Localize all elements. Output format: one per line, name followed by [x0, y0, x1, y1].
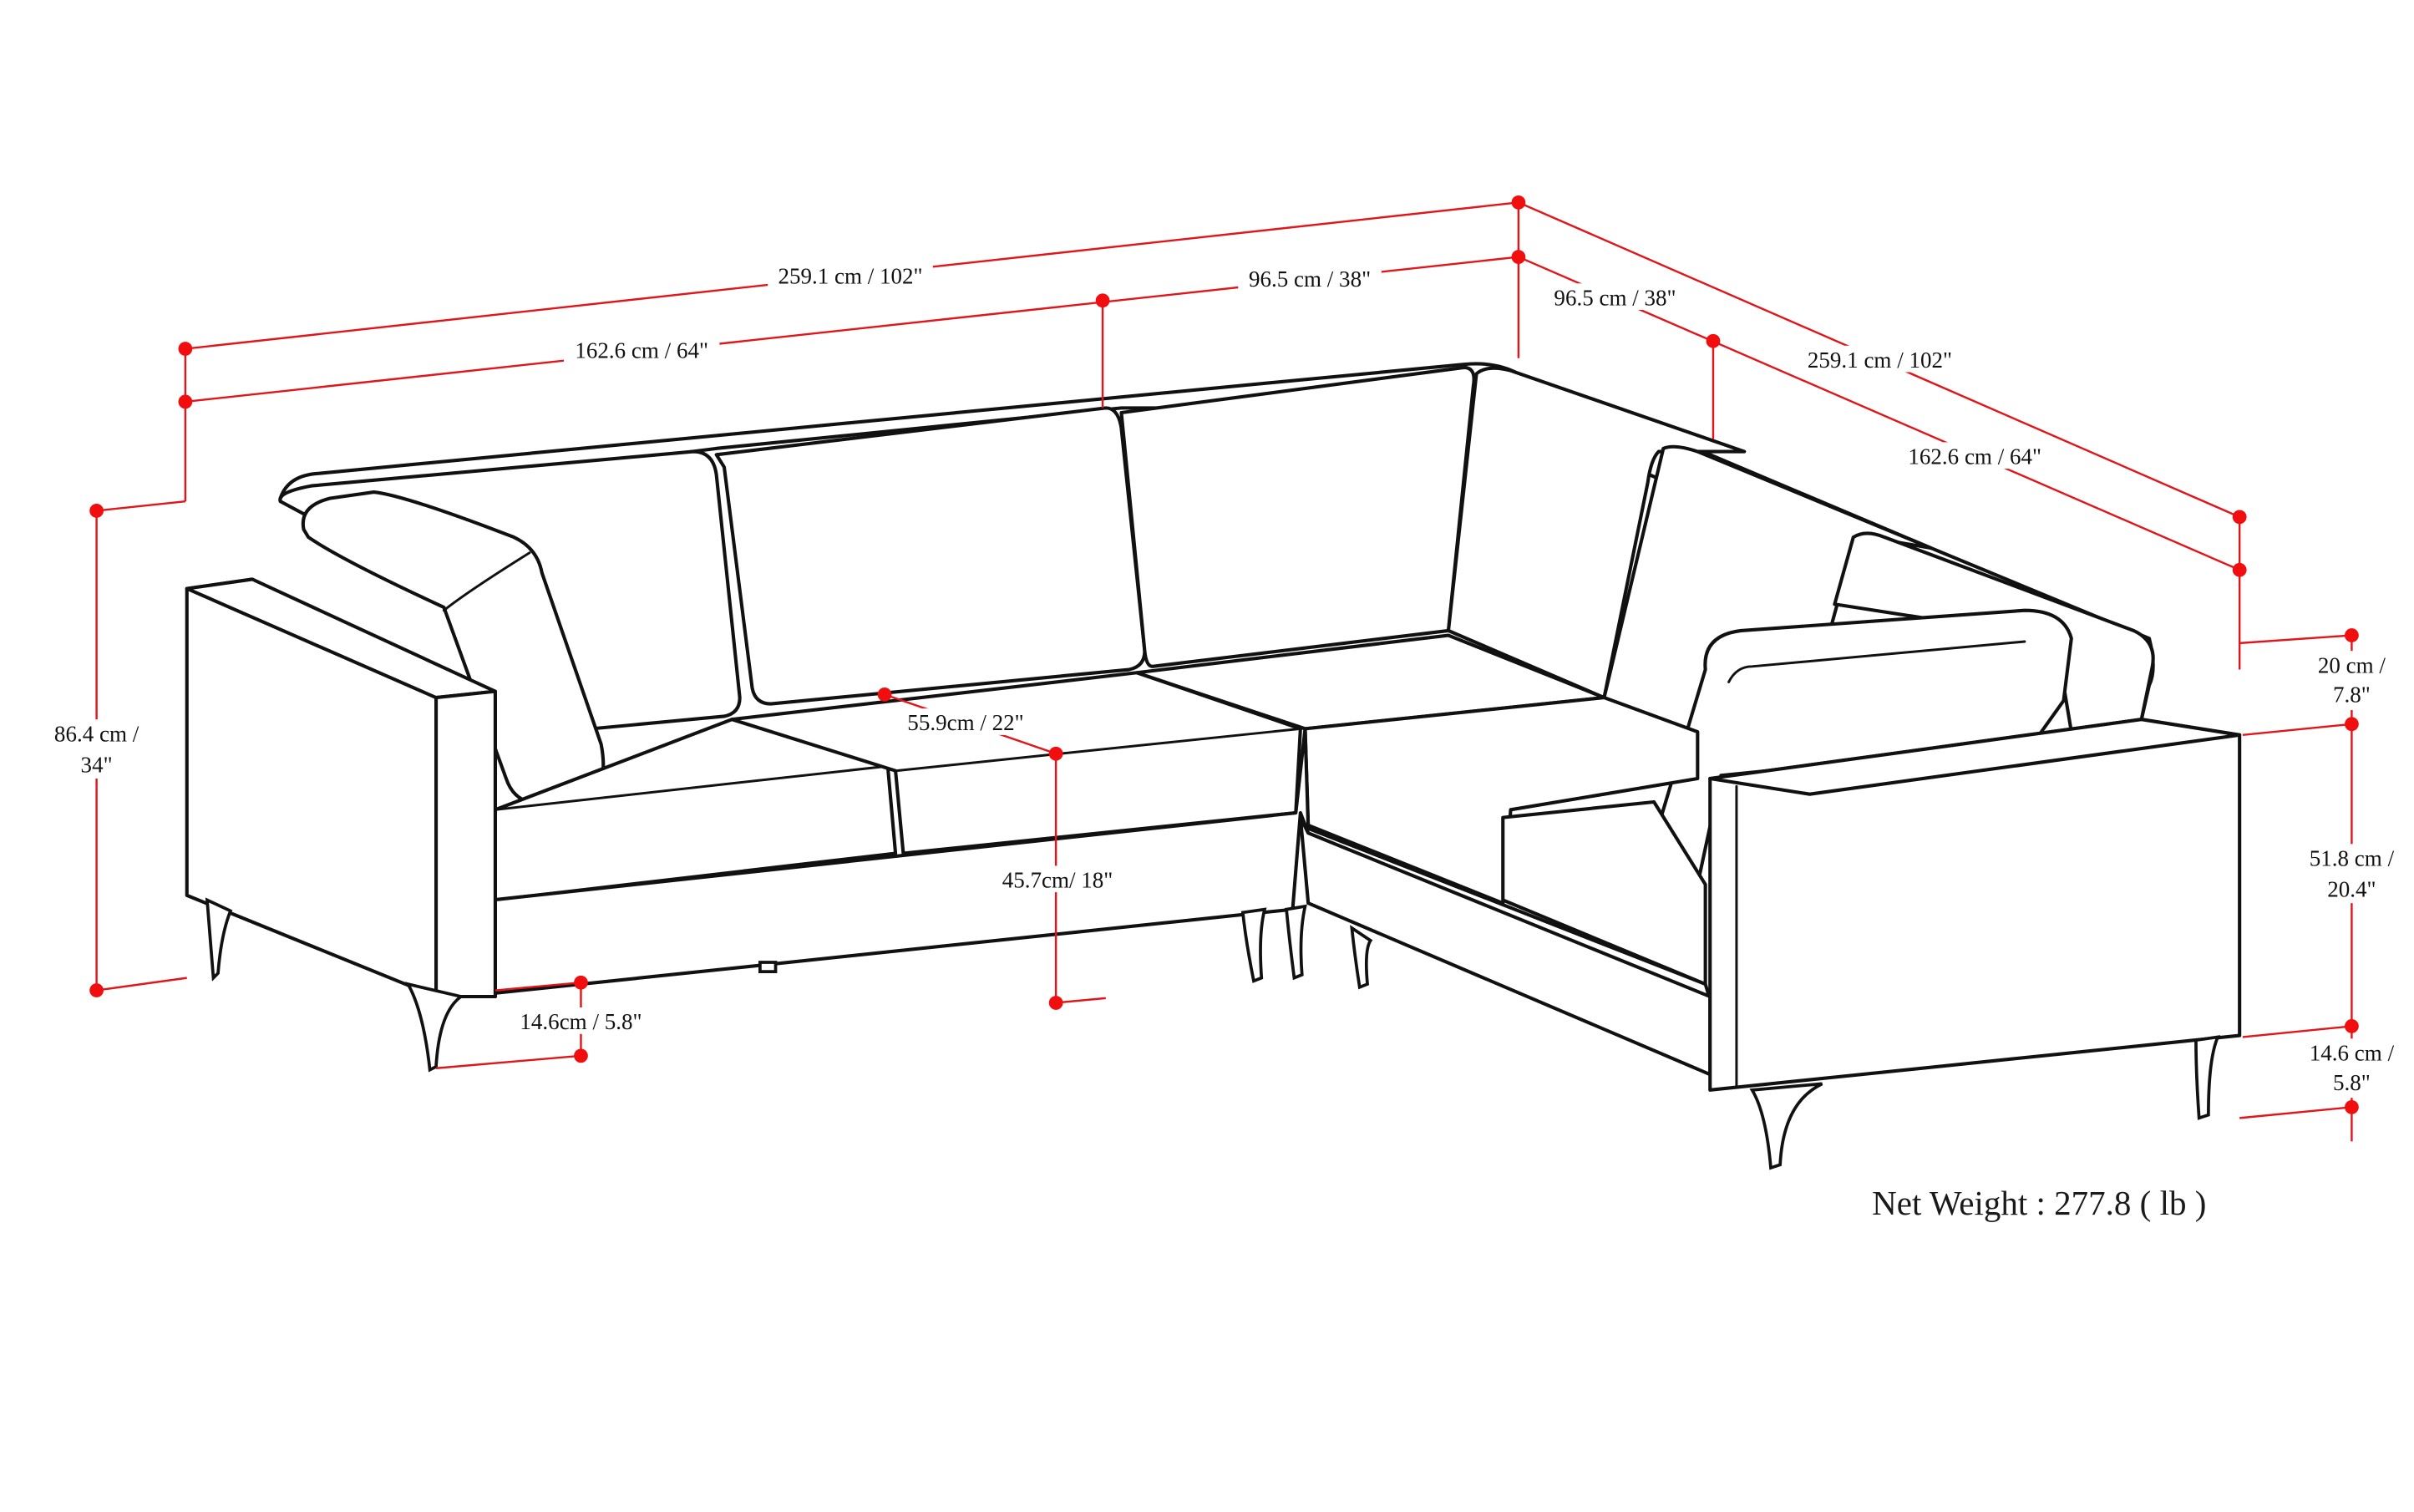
dimension-dot	[1511, 195, 1526, 210]
label-right-corner-width: 96.5 cm / 38"	[1554, 285, 1676, 310]
dimension-dot	[178, 394, 193, 409]
label-arm-height-1: 51.8 cm /	[2310, 845, 2395, 870]
dimension-dot	[1706, 333, 1721, 348]
leg-hidden	[758, 961, 778, 974]
dimension-dot	[1048, 746, 1063, 761]
sectional-sofa-illustration	[185, 362, 2242, 1170]
dimension-dot	[2345, 628, 2359, 642]
label-back-height-2: 7.8"	[2333, 682, 2371, 708]
label-back-height-1: 20 cm /	[2318, 652, 2386, 677]
label-seat-depth: 55.9cm / 22"	[907, 710, 1023, 735]
label-right-total-width: 259.1 cm / 102"	[1808, 348, 1952, 373]
label-arm-height-2: 20.4"	[2327, 877, 2376, 902]
dimension-dot	[877, 687, 892, 702]
dimension-dot	[2232, 562, 2247, 577]
label-overall-height-2: 34"	[81, 753, 113, 778]
pillow-seam-left	[442, 551, 531, 612]
seat-cushion-2-edge	[894, 727, 1302, 773]
dimension-dots	[89, 195, 2359, 1114]
label-seat-height: 45.7cm/ 18"	[1002, 868, 1113, 893]
seat-cushion-1-edge	[494, 764, 890, 811]
leg-mid-3	[1350, 925, 1373, 990]
dimension-dot	[1095, 293, 1110, 308]
label-overall-height-1: 86.4 cm /	[54, 721, 139, 746]
throw-pillow-left	[301, 490, 606, 805]
seat-cushion-right	[1501, 799, 1707, 987]
right-arm-edge	[1808, 733, 2241, 1038]
dimension-dot	[1511, 250, 1526, 264]
pillow-seam-right	[1727, 640, 2026, 683]
dimension-dot	[178, 342, 193, 356]
leg-front-right	[1749, 1082, 1823, 1170]
dimension-dot	[89, 983, 104, 997]
label-right-sofa-width: 162.6 cm / 64"	[1908, 444, 2041, 469]
label-left-total-width: 259.1 cm / 102"	[778, 263, 922, 288]
dimension-dot	[2345, 1019, 2359, 1033]
label-right-leg-height-2: 5.8"	[2333, 1070, 2371, 1095]
net-weight-label: Net Weight : 277.8 ( lb )	[1872, 1184, 2206, 1222]
dimension-dot	[2345, 717, 2359, 732]
left-arm-front	[434, 689, 497, 999]
dimension-dot	[89, 504, 104, 518]
leg-back-right	[2194, 1035, 2221, 1120]
dimension-labels: 259.1 cm / 102" 162.6 cm / 64" 96.5 cm /…	[40, 261, 2411, 1222]
label-left-corner-width: 96.5 cm / 38"	[1249, 266, 1371, 292]
back-cushion-right-2	[1833, 531, 2155, 734]
dimension-dot	[2232, 510, 2247, 525]
dimension-dot	[1048, 996, 1063, 1010]
leg-back-left	[205, 897, 233, 982]
dimension-dot	[574, 1048, 588, 1063]
leg-mid-2	[1285, 904, 1307, 981]
label-left-leg-height: 14.6cm / 5.8"	[520, 1009, 642, 1034]
label-right-leg-height-1: 14.6 cm /	[2310, 1040, 2395, 1065]
dimension-dot	[574, 975, 588, 990]
label-left-sofa-width: 162.6 cm / 64"	[575, 338, 708, 363]
seat-cushion-corner	[1303, 696, 1700, 906]
leg-mid-1	[1240, 907, 1267, 983]
back-cushion-3	[1119, 365, 1476, 668]
back-cushion-2	[714, 406, 1147, 706]
leg-front-left	[404, 982, 465, 1073]
dimension-dot	[2345, 1099, 2359, 1114]
